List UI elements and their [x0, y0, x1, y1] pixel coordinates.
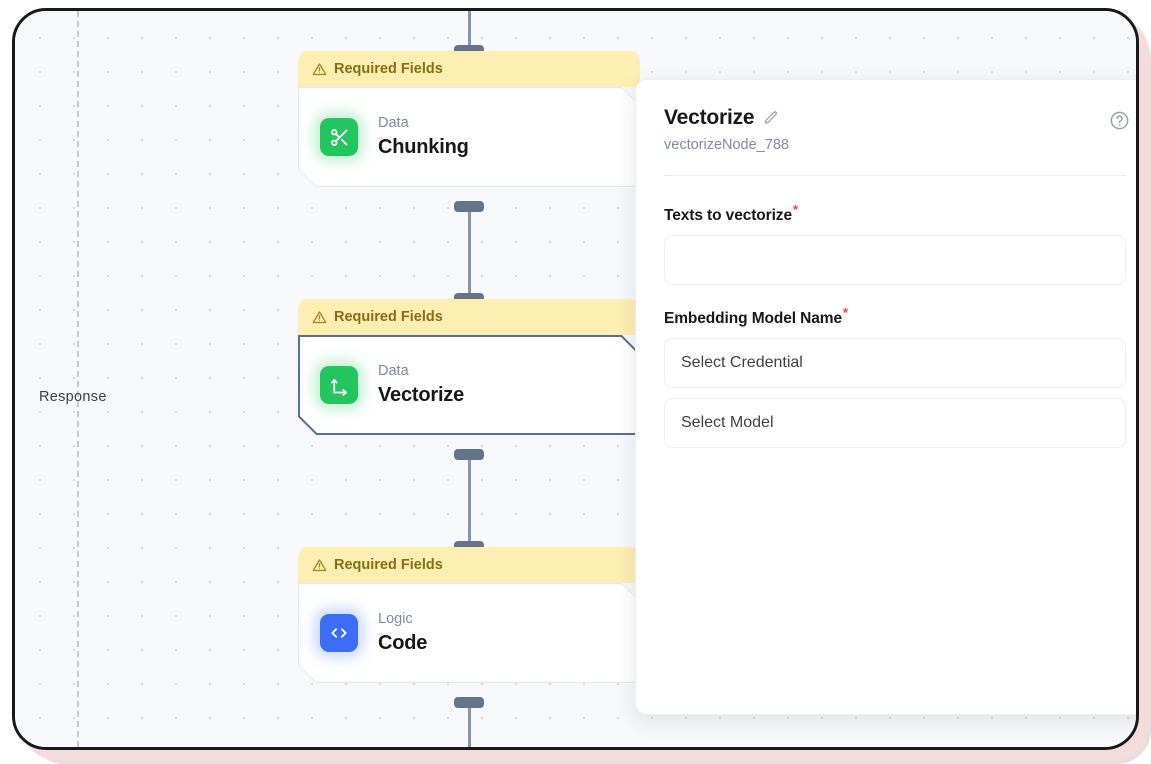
required-marker: *	[792, 202, 798, 217]
warning-triangle-icon	[312, 310, 327, 325]
edge-line-top	[468, 11, 471, 45]
node-body[interactable]: Data Vectorize	[298, 335, 640, 435]
node-handle-code-out[interactable]	[454, 697, 484, 708]
field-label-text: Texts to vectorize	[664, 207, 792, 225]
node-text: Data Vectorize	[378, 362, 464, 408]
app-window-frame: Response Required Fields	[12, 8, 1139, 750]
required-marker: *	[843, 305, 848, 321]
scissors-icon	[320, 118, 358, 156]
vector-arrows-icon	[320, 366, 358, 404]
panel-divider	[664, 175, 1126, 176]
node-card-vectorize[interactable]: Required Fields Data Vectorize	[298, 299, 640, 435]
panel-header: Vectorize vectorizeNode_788	[636, 80, 1136, 153]
node-text: Logic Code	[378, 610, 427, 656]
node-title: Vectorize	[378, 383, 465, 406]
node-warning-banner: Required Fields	[298, 51, 640, 87]
node-warning-banner: Required Fields	[298, 547, 640, 583]
node-icon-wrap	[320, 118, 358, 156]
lane-divider	[77, 11, 79, 747]
question-circle-icon[interactable]	[1109, 110, 1130, 136]
node-icon-wrap	[320, 614, 358, 652]
field-label-text: Embedding Model Name	[664, 310, 842, 328]
node-warning-label: Required Fields	[334, 309, 443, 325]
node-icon-wrap	[320, 366, 358, 404]
pencil-icon[interactable]	[763, 110, 779, 126]
node-text: Data Chunking	[378, 114, 469, 160]
edge-line-vectorize-code	[468, 455, 471, 545]
panel-title-row: Vectorize	[664, 106, 1126, 130]
warning-triangle-icon	[312, 558, 327, 573]
field-label-texts-to-vectorize: Texts to vectorize*	[664, 202, 1126, 225]
node-handle-chunking-out[interactable]	[454, 201, 484, 212]
node-card-code[interactable]: Required Fields Logic Code	[298, 547, 640, 683]
edge-line-chunking-vectorize	[468, 207, 471, 297]
select-credential-dropdown[interactable]: Select Credential	[664, 338, 1126, 389]
panel-body: Texts to vectorize* Embedding Model Name…	[636, 176, 1136, 449]
warning-triangle-icon	[312, 62, 327, 77]
node-handle-vectorize-out[interactable]	[454, 449, 484, 460]
select-credential-value: Select Credential	[681, 354, 803, 372]
lane-label-response: Response	[39, 389, 107, 405]
node-title: Code	[378, 631, 428, 654]
node-card-chunking[interactable]: Required Fields Data Chunking	[298, 51, 640, 187]
texts-to-vectorize-input[interactable]	[664, 235, 1126, 286]
node-body[interactable]: Logic Code	[298, 583, 640, 683]
node-title: Chunking	[378, 135, 469, 158]
panel-node-id: vectorizeNode_788	[664, 137, 789, 153]
node-body[interactable]: Data Chunking	[298, 87, 640, 187]
select-model-value: Select Model	[681, 414, 774, 432]
panel-title: Vectorize	[664, 106, 755, 129]
node-handle-code-in[interactable]	[454, 541, 484, 552]
field-group-texts-to-vectorize: Texts to vectorize*	[664, 202, 1126, 286]
node-properties-panel: Vectorize vectorizeNode_788	[635, 79, 1136, 715]
node-category: Data	[378, 363, 409, 380]
node-warning-label: Required Fields	[334, 557, 443, 573]
code-brackets-icon	[320, 614, 358, 652]
select-model-dropdown[interactable]: Select Model	[664, 398, 1126, 449]
node-warning-banner: Required Fields	[298, 299, 640, 335]
node-category: Logic	[378, 611, 413, 628]
field-group-embedding-model-name: Embedding Model Name* Select Credential …	[664, 305, 1126, 449]
node-warning-label: Required Fields	[334, 61, 443, 77]
edge-line-bottom	[468, 703, 471, 747]
node-handle-chunking-in[interactable]	[454, 45, 484, 56]
field-label-embedding-model-name: Embedding Model Name*	[664, 305, 1126, 328]
node-handle-vectorize-in[interactable]	[454, 293, 484, 304]
node-category: Data	[378, 115, 409, 132]
